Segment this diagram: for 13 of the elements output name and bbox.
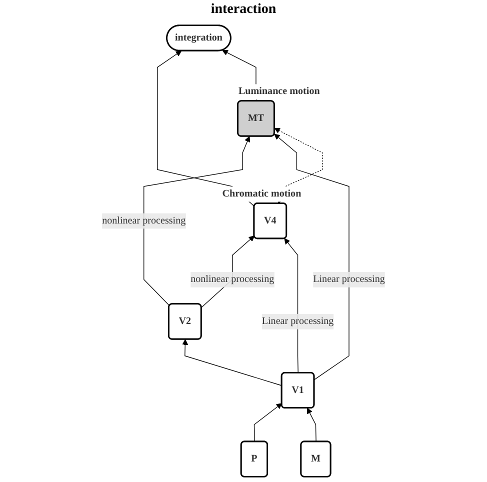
- node-label: Luminance motion: [238, 86, 320, 97]
- arrow: [274, 134, 350, 380]
- edge-label: Linear processing: [313, 274, 385, 285]
- edge-label: nonlinear processing: [190, 274, 274, 285]
- arrow: [307, 408, 316, 442]
- node-label: Chromatic motion: [222, 188, 302, 200]
- edge-label: nonlinear processing: [102, 215, 186, 226]
- arrow: [182, 339, 282, 386]
- edge-label: Linear processing: [262, 316, 334, 327]
- arrow: [157, 50, 255, 207]
- arrow: [144, 136, 250, 306]
- arrow: [254, 403, 282, 442]
- annotation-label: interaction: [210, 1, 278, 19]
